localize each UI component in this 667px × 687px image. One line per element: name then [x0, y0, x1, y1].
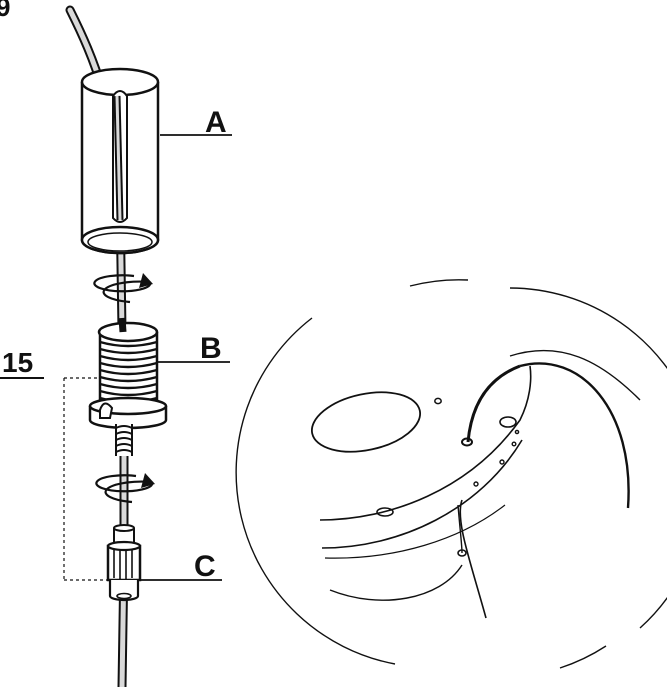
- thread-ring: [99, 375, 158, 383]
- thread-ring: [99, 340, 158, 348]
- label-b: B: [200, 332, 222, 365]
- label-a: A: [205, 106, 227, 139]
- spring: [115, 424, 133, 456]
- detail-view: [235, 279, 667, 669]
- thread-ring: [99, 361, 158, 369]
- rotate-arrow-icon: [95, 473, 155, 504]
- thread-ring: [99, 354, 158, 362]
- figure-number: 9: [0, 0, 10, 22]
- group-label-15: 15: [2, 347, 33, 378]
- thread-ring: [99, 347, 158, 355]
- part-b-threaded-nut: [88, 317, 168, 430]
- part-c-cable-fitting: [106, 524, 142, 602]
- label-c: C: [194, 550, 216, 583]
- thread-ring: [99, 382, 158, 390]
- group-bracket: [63, 377, 108, 581]
- thread-ring: [99, 368, 158, 376]
- part-a-sleeve: [80, 67, 160, 255]
- leader-lines: [0, 134, 232, 581]
- rotate-arrow-icon: [93, 273, 153, 304]
- thread-ring: [99, 389, 158, 397]
